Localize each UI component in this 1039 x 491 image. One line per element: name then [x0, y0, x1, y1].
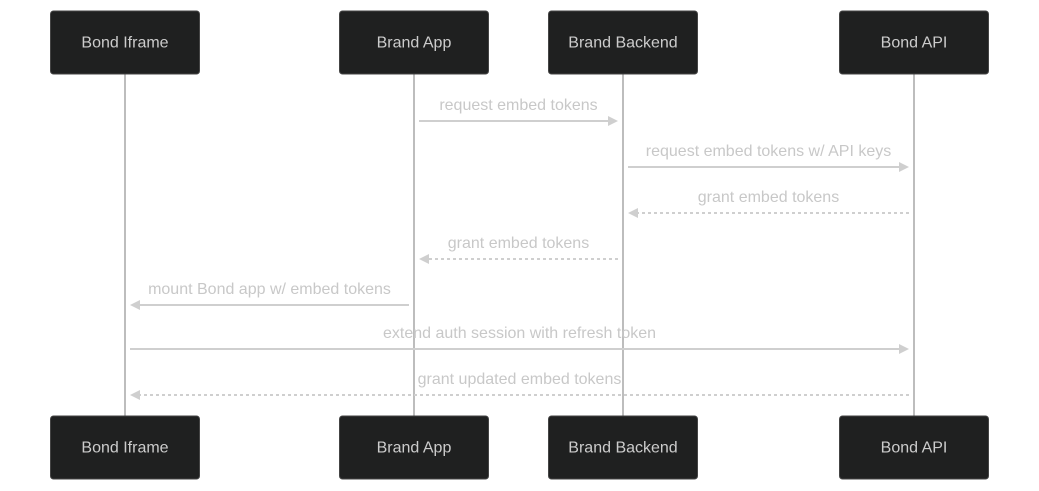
message-label: request embed tokens w/ API keys — [646, 143, 891, 160]
message-6: extend auth session with refresh token — [130, 325, 909, 354]
participant-app-bottom: Brand App — [339, 415, 489, 480]
message-label: extend auth session with refresh token — [383, 325, 656, 342]
participant-box — [548, 10, 698, 75]
participant-label: Brand Backend — [568, 440, 677, 457]
participant-label: Brand Backend — [568, 35, 677, 52]
message-5: mount Bond app w/ embed tokens — [130, 281, 409, 310]
message-label: request embed tokens — [439, 97, 597, 114]
message-1: request embed tokens — [419, 97, 618, 126]
participant-box — [50, 415, 200, 480]
participant-api-bottom: Bond API — [839, 415, 989, 480]
participant-box — [50, 10, 200, 75]
arrowhead — [130, 390, 140, 400]
participant-label: Bond API — [881, 440, 948, 457]
message-2: request embed tokens w/ API keys — [628, 143, 909, 172]
participant-label: Bond Iframe — [81, 35, 168, 52]
participant-label: Brand App — [377, 35, 452, 52]
arrowhead — [130, 300, 140, 310]
arrowhead — [628, 208, 638, 218]
arrowhead — [608, 116, 618, 126]
message-4: grant embed tokens — [419, 235, 618, 264]
participant-iframe-top: Bond Iframe — [50, 10, 200, 75]
message-label: mount Bond app w/ embed tokens — [148, 281, 391, 298]
participant-api-top: Bond API — [839, 10, 989, 75]
participant-label: Brand App — [377, 440, 452, 457]
participant-iframe-bottom: Bond Iframe — [50, 415, 200, 480]
participant-box — [839, 10, 989, 75]
message-7: grant updated embed tokens — [130, 371, 909, 400]
message-3: grant embed tokens — [628, 189, 909, 218]
lifelines — [124, 74, 915, 416]
message-label: grant embed tokens — [698, 189, 839, 206]
participant-box — [548, 415, 698, 480]
arrowhead — [899, 162, 909, 172]
participant-box — [339, 415, 489, 480]
arrowhead — [899, 344, 909, 354]
message-label: grant updated embed tokens — [418, 371, 622, 388]
participant-label: Bond Iframe — [81, 440, 168, 457]
participant-box — [339, 10, 489, 75]
participant-backend-top: Brand Backend — [548, 10, 698, 75]
arrowhead — [419, 254, 429, 264]
messages: request embed tokens request embed tokens… — [130, 97, 909, 400]
participant-box — [839, 415, 989, 480]
message-label: grant embed tokens — [448, 235, 589, 252]
participant-label: Bond API — [881, 35, 948, 52]
participant-app-top: Brand App — [339, 10, 489, 75]
participant-backend-bottom: Brand Backend — [548, 415, 698, 480]
